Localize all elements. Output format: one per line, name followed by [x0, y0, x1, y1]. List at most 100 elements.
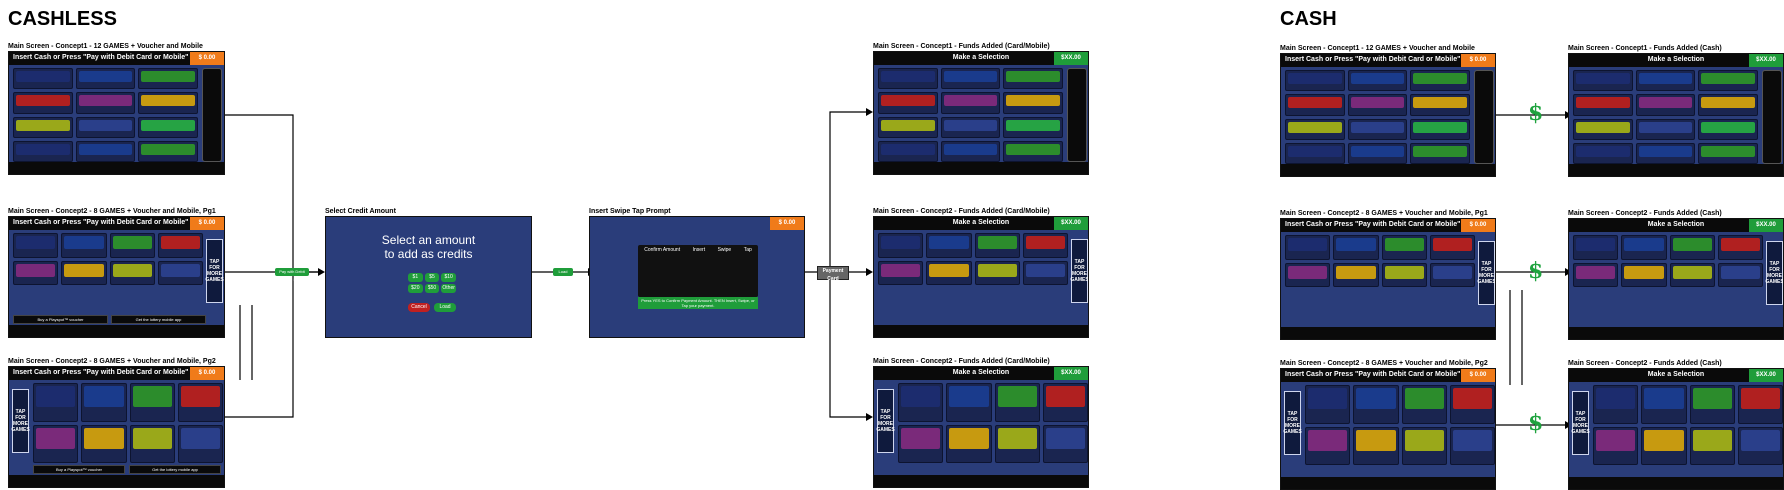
game-tile[interactable]	[946, 424, 992, 463]
amount-button[interactable]: $1	[408, 273, 423, 282]
game-tile[interactable]	[974, 233, 1020, 258]
game-tile[interactable]	[1573, 142, 1633, 164]
tap-more-games-button[interactable]: TAP FOR MORE GAMES	[1477, 241, 1495, 305]
game-tile[interactable]	[33, 383, 79, 422]
game-tile[interactable]	[1573, 70, 1633, 92]
game-tile[interactable]	[13, 140, 73, 162]
game-tile[interactable]	[898, 424, 944, 463]
voucher-mobile-panel[interactable]	[1762, 70, 1782, 164]
game-tile[interactable]	[157, 233, 203, 258]
game-tile[interactable]	[1449, 385, 1495, 424]
game-tile[interactable]	[940, 116, 1001, 138]
game-tile[interactable]	[13, 92, 73, 114]
game-tile[interactable]	[75, 140, 136, 162]
tap-more-games-button[interactable]: TAP FOR MORE GAMES	[11, 389, 30, 453]
game-tile[interactable]	[75, 92, 136, 114]
game-tile[interactable]	[61, 260, 107, 286]
game-tile[interactable]	[1347, 94, 1408, 116]
game-tile[interactable]	[1429, 235, 1475, 260]
playspot-voucher-button[interactable]: Buy a Playspot™ voucher	[13, 315, 108, 324]
game-tile[interactable]	[1593, 426, 1639, 465]
game-tile[interactable]	[898, 383, 944, 422]
game-tile[interactable]	[974, 260, 1020, 286]
game-tile[interactable]	[1401, 385, 1447, 424]
game-tile[interactable]	[1621, 262, 1667, 288]
game-tile[interactable]	[75, 68, 136, 90]
game-tile[interactable]	[1635, 142, 1696, 164]
game-tile[interactable]	[1641, 426, 1687, 465]
tap-more-games-button[interactable]: TAP FOR MORE GAMES	[1571, 391, 1590, 455]
game-tile[interactable]	[1285, 235, 1331, 260]
game-tile[interactable]	[177, 383, 223, 422]
game-tile[interactable]	[1410, 70, 1470, 92]
game-tile[interactable]	[1641, 385, 1687, 424]
tap-more-games-button[interactable]: TAP FOR MORE GAMES	[1765, 241, 1783, 305]
amount-button[interactable]: $5	[424, 273, 440, 282]
game-tile[interactable]	[1410, 142, 1470, 164]
amount-button[interactable]: $20	[408, 284, 423, 293]
game-tile[interactable]	[1022, 233, 1068, 258]
game-tile[interactable]	[1717, 235, 1763, 260]
game-tile[interactable]	[138, 92, 198, 114]
game-tile[interactable]	[1333, 235, 1379, 260]
game-tile[interactable]	[1573, 235, 1619, 260]
game-tile[interactable]	[1333, 262, 1379, 288]
game-tile[interactable]	[1285, 118, 1345, 140]
voucher-mobile-panel[interactable]	[1067, 68, 1087, 162]
game-tile[interactable]	[177, 424, 223, 463]
game-tile[interactable]	[1003, 140, 1063, 162]
game-tile[interactable]	[157, 260, 203, 286]
game-tile[interactable]	[1410, 118, 1470, 140]
game-tile[interactable]	[1635, 118, 1696, 140]
game-tile[interactable]	[129, 424, 175, 463]
game-tile[interactable]	[109, 233, 155, 258]
game-tile[interactable]	[138, 140, 198, 162]
game-tile[interactable]	[138, 116, 198, 138]
game-tile[interactable]	[878, 140, 938, 162]
load-connector-button[interactable]: Load	[553, 268, 573, 276]
game-tile[interactable]	[1305, 385, 1351, 424]
game-tile[interactable]	[1347, 118, 1408, 140]
tap-more-games-button[interactable]: TAP FOR MORE GAMES	[876, 389, 895, 453]
game-tile[interactable]	[109, 260, 155, 286]
game-tile[interactable]	[1573, 94, 1633, 116]
game-tile[interactable]	[138, 68, 198, 90]
game-tile[interactable]	[1353, 385, 1399, 424]
game-tile[interactable]	[1429, 262, 1475, 288]
game-tile[interactable]	[1573, 262, 1619, 288]
game-tile[interactable]	[1042, 424, 1088, 463]
game-tile[interactable]	[13, 260, 59, 286]
cancel-button[interactable]: Cancel	[408, 303, 430, 312]
tap-more-games-button[interactable]: TAP FOR MORE GAMES	[1070, 239, 1088, 303]
game-tile[interactable]	[1003, 68, 1063, 90]
amount-button[interactable]: $50	[424, 284, 440, 293]
game-tile[interactable]	[1717, 262, 1763, 288]
tap-more-games-button[interactable]: TAP FOR MORE GAMES	[1283, 391, 1302, 455]
game-tile[interactable]	[1003, 116, 1063, 138]
game-tile[interactable]	[1285, 94, 1345, 116]
game-tile[interactable]	[878, 116, 938, 138]
game-tile[interactable]	[129, 383, 175, 422]
game-tile[interactable]	[1669, 235, 1715, 260]
game-tile[interactable]	[13, 68, 73, 90]
game-tile[interactable]	[1401, 426, 1447, 465]
game-tile[interactable]	[1689, 426, 1735, 465]
game-tile[interactable]	[75, 116, 136, 138]
pay-with-card-button[interactable]: Pay with Debit Card or Mobile	[275, 268, 309, 282]
game-tile[interactable]	[926, 260, 972, 286]
playspot-voucher-button[interactable]: Buy a Playspot™ voucher	[33, 465, 125, 474]
game-tile[interactable]	[81, 383, 127, 422]
game-tile[interactable]	[994, 383, 1040, 422]
game-tile[interactable]	[1737, 426, 1783, 465]
game-tile[interactable]	[1635, 94, 1696, 116]
game-tile[interactable]	[994, 424, 1040, 463]
game-tile[interactable]	[1698, 94, 1758, 116]
game-tile[interactable]	[1698, 118, 1758, 140]
game-tile[interactable]	[1593, 385, 1639, 424]
mobile-app-button[interactable]: Get the lottery mobile app	[129, 465, 221, 474]
game-tile[interactable]	[1042, 383, 1088, 422]
game-tile[interactable]	[1573, 118, 1633, 140]
game-tile[interactable]	[940, 140, 1001, 162]
tap-more-games-button[interactable]: TAP FOR MORE GAMES	[205, 239, 224, 303]
game-tile[interactable]	[1689, 385, 1735, 424]
